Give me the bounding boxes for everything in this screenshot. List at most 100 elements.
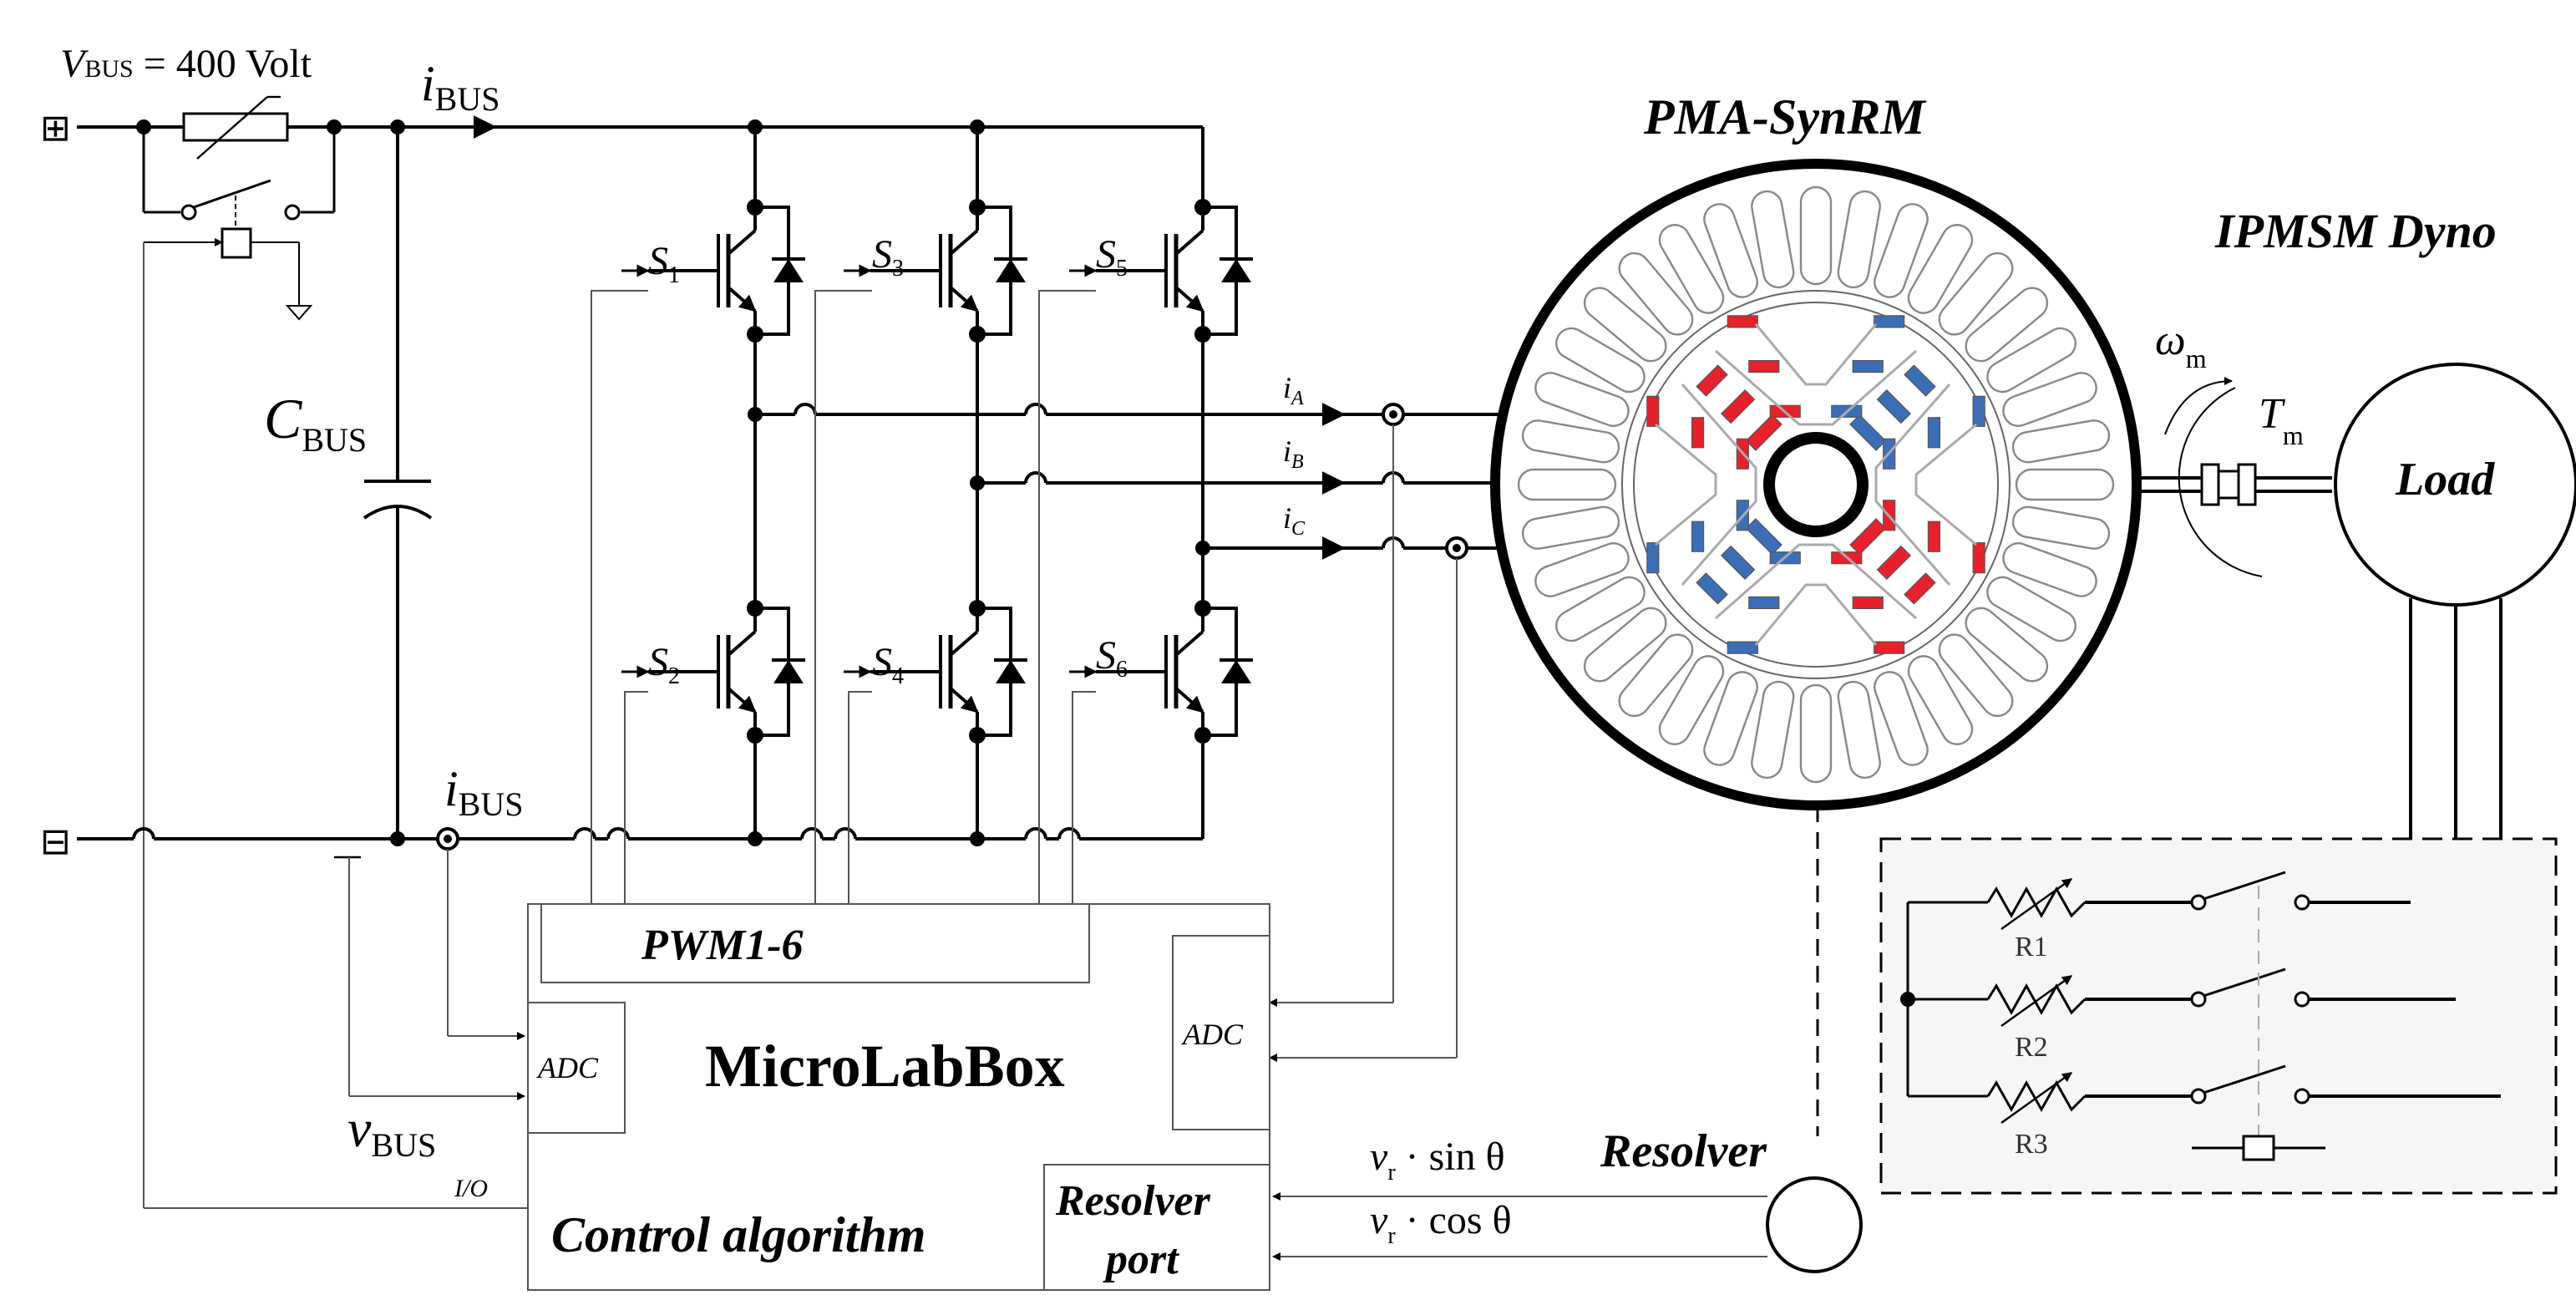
switch-label-s2: S2	[648, 640, 680, 689]
rotor-magnet	[1748, 359, 1780, 373]
stator-slot	[1703, 671, 1758, 766]
gate-signals	[591, 290, 1096, 904]
rotor-magnet	[1852, 596, 1884, 610]
switch-label-s5: S5	[1096, 232, 1128, 282]
cbus-label: CBUS	[264, 387, 367, 459]
stator-slot	[1938, 251, 2014, 336]
dyno-title: IPMSM Dyno	[2214, 204, 2497, 258]
rotor-magnet	[1691, 521, 1705, 552]
switch-label-s1: S1	[648, 239, 680, 288]
r1-label: R1	[2015, 932, 2048, 962]
stator-slot	[1965, 607, 2049, 683]
stator-slot	[1534, 372, 1630, 427]
switch-label-s3: S3	[872, 232, 904, 282]
stator-slot	[1751, 190, 1795, 289]
rotor-magnet	[1849, 414, 1887, 451]
rotor-magnet	[1745, 414, 1782, 451]
adc-right-block	[1172, 935, 1270, 1130]
resolver-title: Resolver	[1600, 1125, 1767, 1177]
stator-slot	[1618, 251, 1694, 336]
adc-left-block	[527, 1002, 626, 1134]
stator-slot	[1907, 224, 1974, 314]
stator-slot	[1837, 680, 1881, 780]
stator-slot	[1938, 633, 2014, 718]
ground-icon	[285, 305, 313, 321]
rotor-magnet	[1849, 518, 1887, 556]
relay-contact	[193, 179, 271, 209]
rotor-magnet	[1696, 364, 1728, 397]
switch-label-s4: S4	[872, 640, 904, 689]
stator-slot	[2015, 468, 2115, 501]
switch-s2	[621, 588, 805, 755]
sin-signal-label: vr · sin θ	[1370, 1135, 1505, 1186]
ibus-bottom-label: iBUS	[444, 761, 523, 823]
cos-signal-label: vr · cos θ	[1370, 1198, 1512, 1249]
ib-label: iB	[1283, 434, 1304, 473]
load-switch	[2203, 967, 2286, 998]
shaft-coupling	[2200, 463, 2220, 506]
rotor-magnet	[1927, 521, 1941, 552]
switch-s1	[621, 187, 805, 354]
stator-slot	[1874, 203, 1929, 298]
stator-slot	[1583, 607, 1667, 683]
rotor-magnet	[1721, 545, 1756, 580]
pwm-label: PWM1-6	[641, 922, 804, 969]
torque-label: Tm	[2259, 390, 2304, 450]
precharge-resistor	[182, 112, 289, 142]
stator-slot	[1583, 287, 1667, 363]
switch-s3	[844, 187, 1027, 354]
dc-bus: ⊞ ⊟	[40, 42, 1203, 1209]
r2-label: R2	[2015, 1032, 2048, 1063]
rotor-magnet	[1696, 572, 1728, 605]
rotor-magnet	[1646, 542, 1660, 574]
stator-slot	[1751, 680, 1795, 780]
rotor-magnet	[1904, 572, 1936, 605]
speed-arc	[2178, 387, 2263, 577]
pma-synrm-motor	[1490, 159, 2142, 810]
stator-slot	[2011, 419, 2111, 464]
ic-label: iC	[1283, 501, 1306, 540]
stator-slot	[1555, 576, 1645, 642]
rotor-magnet	[1927, 417, 1941, 449]
stator-slot	[2002, 542, 2097, 597]
load-switch	[2203, 1064, 2286, 1094]
vbus-label: VBUS = 400 Volt	[60, 42, 312, 86]
pwm-block	[540, 903, 1090, 983]
stator-slot	[1534, 542, 1630, 597]
stator-slot	[1618, 633, 1694, 718]
stator-slot	[1703, 203, 1758, 298]
stator-slot	[1658, 224, 1725, 314]
stator-slot	[1799, 185, 1833, 286]
switch-s5	[1069, 187, 1253, 354]
resolver-port-label-2: port	[1103, 1236, 1179, 1283]
r3-label: R3	[2015, 1129, 2048, 1160]
rotor-magnet	[1721, 389, 1756, 424]
stator-slot	[1986, 327, 2077, 394]
resolver-sensor	[1766, 1176, 1863, 1273]
rotor-magnet	[1972, 395, 1985, 427]
resolver-port-label-1: Resolver	[1055, 1177, 1211, 1225]
rotor-magnet	[1727, 315, 1758, 328]
load-switch	[2203, 871, 2286, 901]
rotor-magnet	[1748, 596, 1780, 610]
stator-slot	[1837, 190, 1881, 289]
motor-title: PMA-SynRM	[1643, 89, 1927, 145]
controller-title: MicroLabBox	[705, 1033, 1065, 1099]
rotor-magnet	[1904, 364, 1936, 397]
ibus-top-label: iBUS	[421, 56, 499, 118]
control-algorithm-label: Control algorithm	[551, 1207, 925, 1262]
stator-slot	[2011, 505, 2111, 550]
contactor-coil	[2242, 1135, 2275, 1161]
stator-slot	[1986, 576, 2077, 642]
adc-left-label: ADC	[536, 1051, 599, 1084]
rotor-magnet	[1646, 395, 1660, 427]
stator-slot	[1521, 419, 1620, 464]
io-label: I/O	[454, 1175, 488, 1202]
variable-resistor-3	[1908, 1064, 2501, 1124]
rotor-shaft	[1763, 432, 1869, 537]
stator-slot	[1521, 505, 1620, 550]
rotor-magnet	[1852, 359, 1884, 373]
switch-s6	[1069, 588, 1253, 755]
